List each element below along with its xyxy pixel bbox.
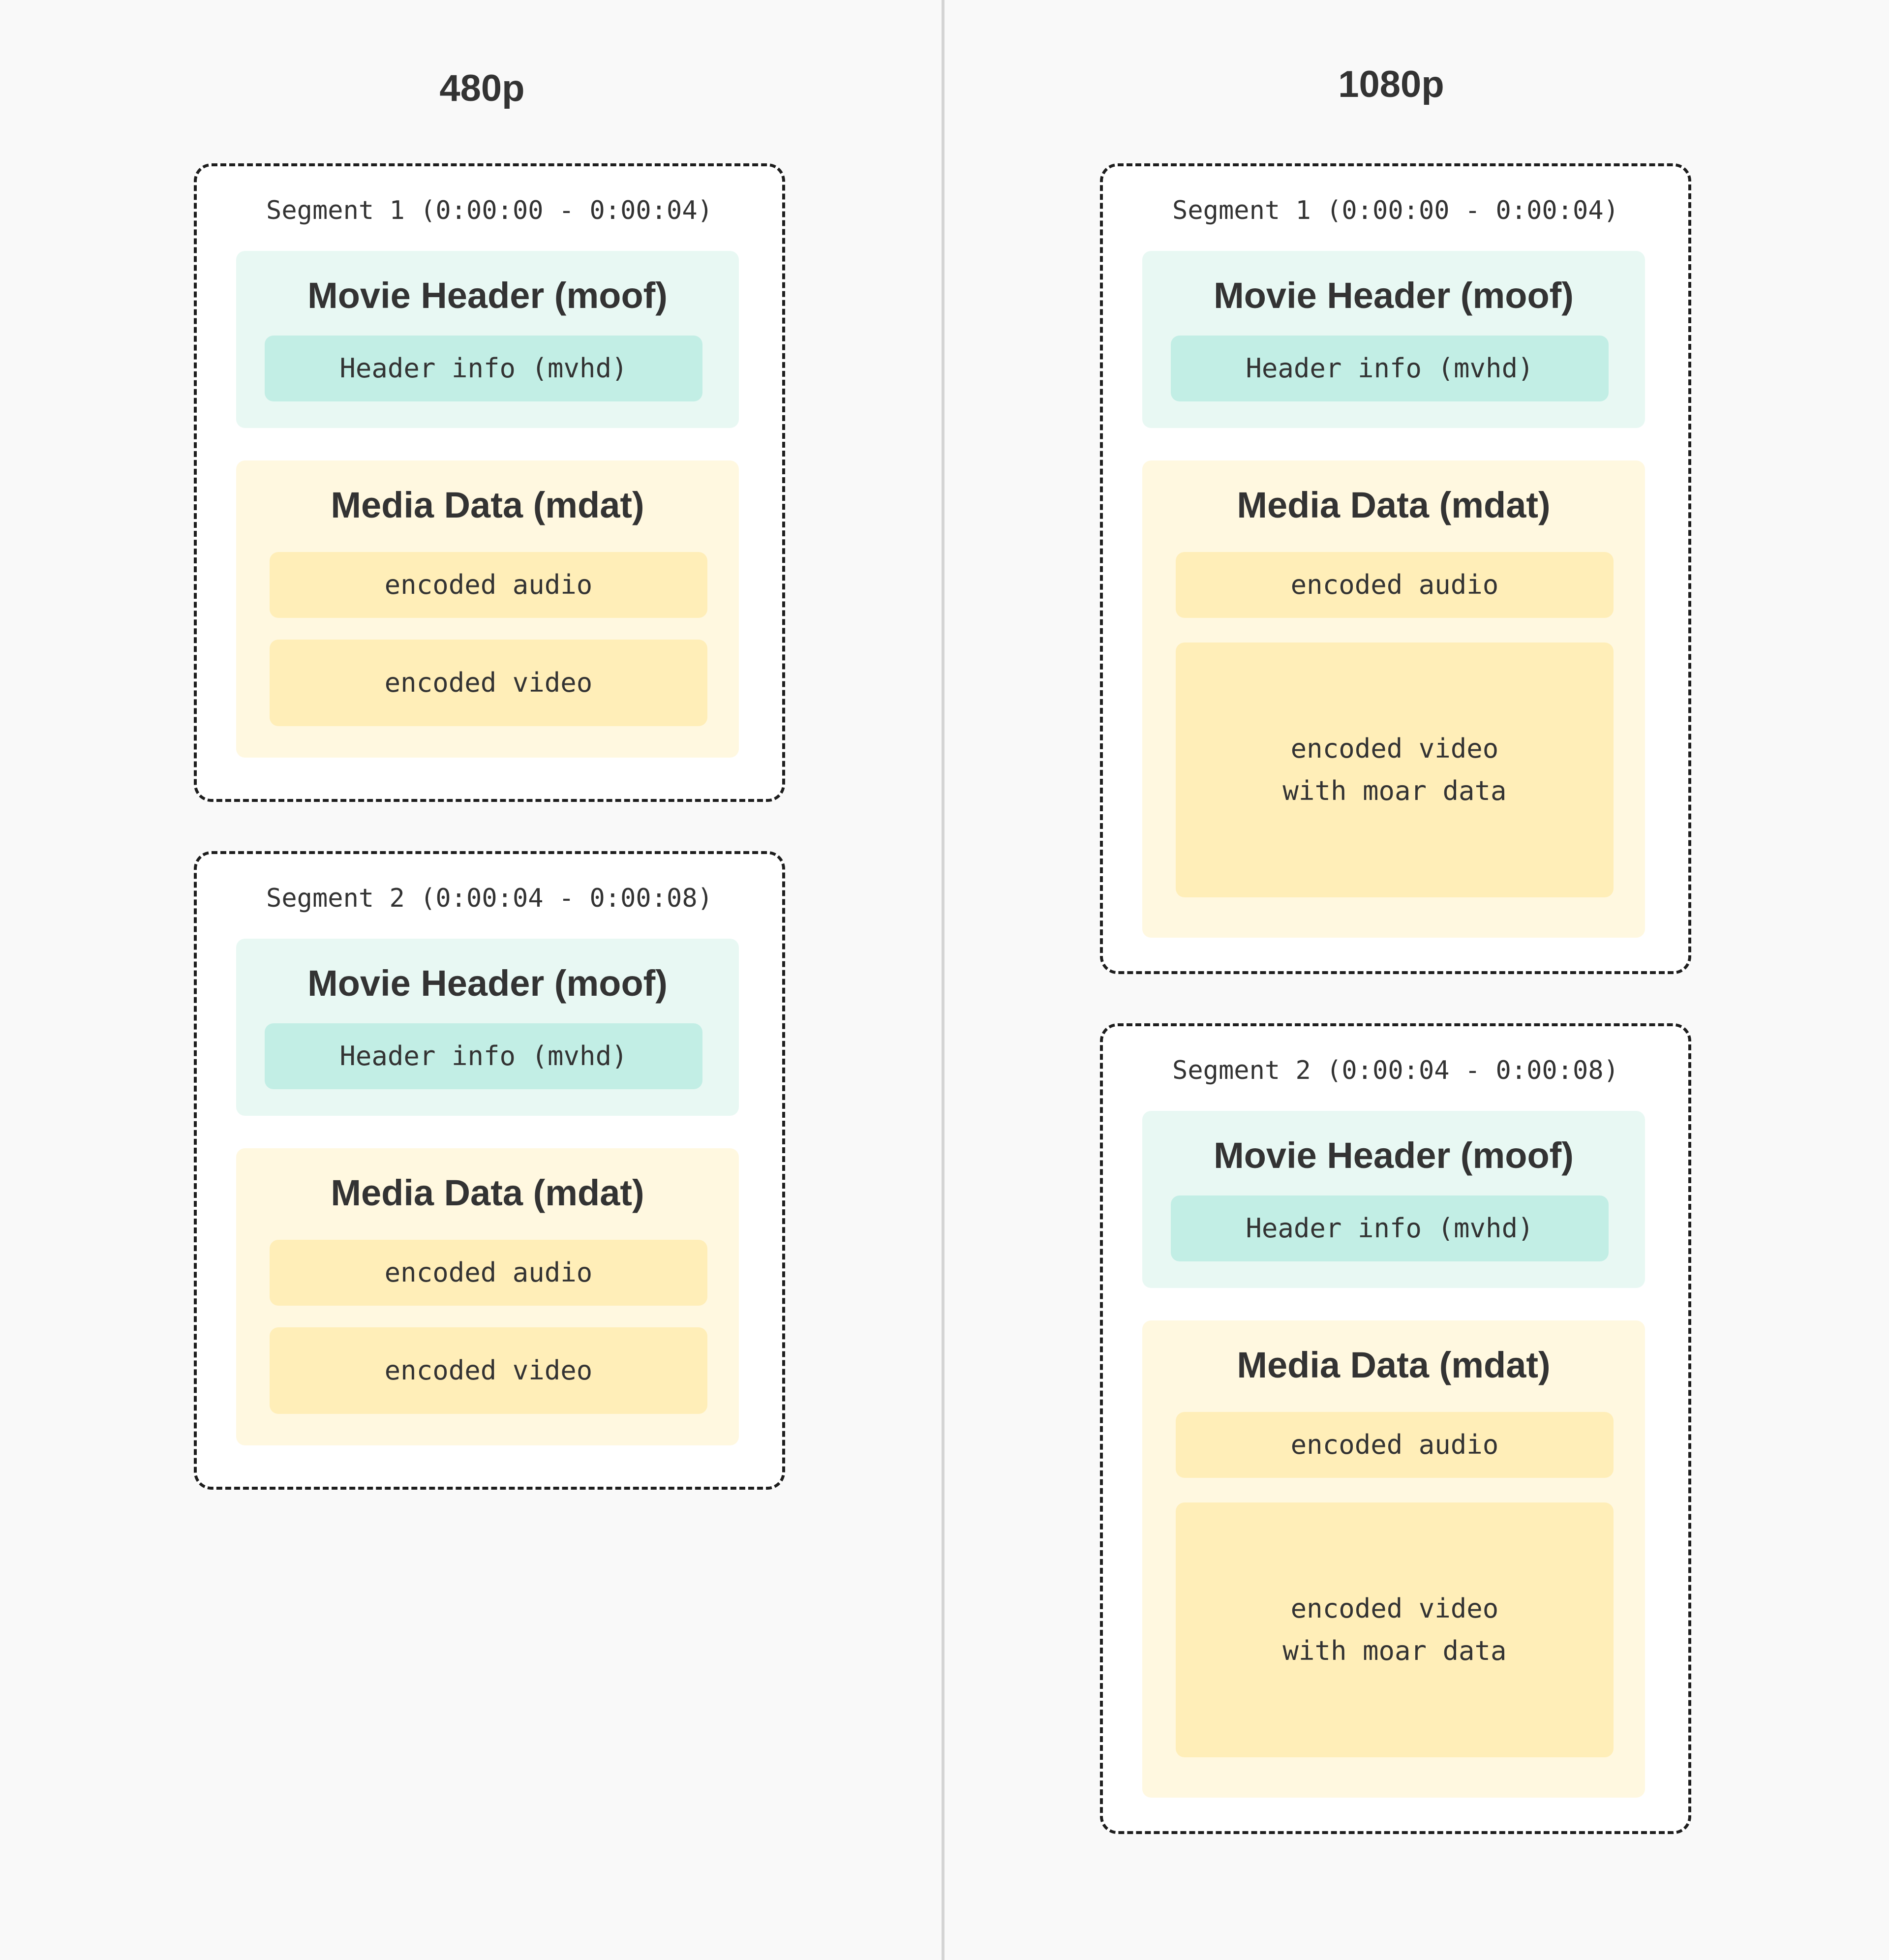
movie-header-title: Movie Header (moof) <box>1214 1135 1574 1176</box>
media-data-box: Media Data (mdat) encoded audio encoded … <box>1142 460 1645 938</box>
segment-1080p-1: Segment 1 (0:00:00 - 0:00:04) Movie Head… <box>1100 163 1691 974</box>
movie-header-box: Movie Header (moof) Header info (mvhd) <box>236 251 739 428</box>
segment-label: Segment 1 (0:00:00 - 0:00:04) <box>266 196 713 225</box>
segment-label: Segment 2 (0:00:04 - 0:00:08) <box>266 884 713 913</box>
header-info-chip: Header info (mvhd) <box>265 1023 702 1089</box>
segment-480p-1: Segment 1 (0:00:00 - 0:00:04) Movie Head… <box>194 163 785 802</box>
media-data-title: Media Data (mdat) <box>331 485 644 525</box>
media-data-box: Media Data (mdat) encoded audio encoded … <box>236 460 739 758</box>
header-info-chip: Header info (mvhd) <box>265 336 702 401</box>
encoded-audio-chip: encoded audio <box>1176 552 1614 618</box>
segment-label: Segment 1 (0:00:00 - 0:00:04) <box>1172 196 1619 225</box>
encoded-video-chip: encoded video <box>270 1327 707 1414</box>
header-info-chip: Header info (mvhd) <box>1171 1195 1609 1261</box>
segment-1080p-2: Segment 2 (0:00:04 - 0:00:08) Movie Head… <box>1100 1023 1691 1834</box>
movie-header-title: Movie Header (moof) <box>307 275 668 316</box>
movie-header-title: Movie Header (moof) <box>1214 275 1574 316</box>
encoded-video-chip: encoded video with moar data <box>1176 643 1614 897</box>
movie-header-box: Movie Header (moof) Header info (mvhd) <box>1142 1111 1645 1288</box>
encoded-audio-chip: encoded audio <box>1176 1412 1614 1478</box>
encoded-video-chip: encoded video with moar data <box>1176 1502 1614 1757</box>
media-data-title: Media Data (mdat) <box>1237 1345 1551 1385</box>
segment-480p-2: Segment 2 (0:00:04 - 0:00:08) Movie Head… <box>194 851 785 1490</box>
encoded-audio-chip: encoded audio <box>270 1240 707 1306</box>
column-divider <box>942 0 944 1960</box>
encoded-video-chip: encoded video <box>270 640 707 726</box>
movie-header-box: Movie Header (moof) Header info (mvhd) <box>1142 251 1645 428</box>
encoded-audio-chip: encoded audio <box>270 552 707 618</box>
header-info-chip: Header info (mvhd) <box>1171 336 1609 401</box>
segment-label: Segment 2 (0:00:04 - 0:00:08) <box>1172 1056 1619 1085</box>
column-title-1080p: 1080p <box>1338 63 1444 105</box>
media-data-box: Media Data (mdat) encoded audio encoded … <box>1142 1320 1645 1798</box>
media-data-title: Media Data (mdat) <box>1237 485 1551 525</box>
movie-header-title: Movie Header (moof) <box>307 963 668 1004</box>
media-data-box: Media Data (mdat) encoded audio encoded … <box>236 1148 739 1445</box>
movie-header-box: Movie Header (moof) Header info (mvhd) <box>236 939 739 1116</box>
media-data-title: Media Data (mdat) <box>331 1172 644 1213</box>
column-title-480p: 480p <box>439 67 525 109</box>
